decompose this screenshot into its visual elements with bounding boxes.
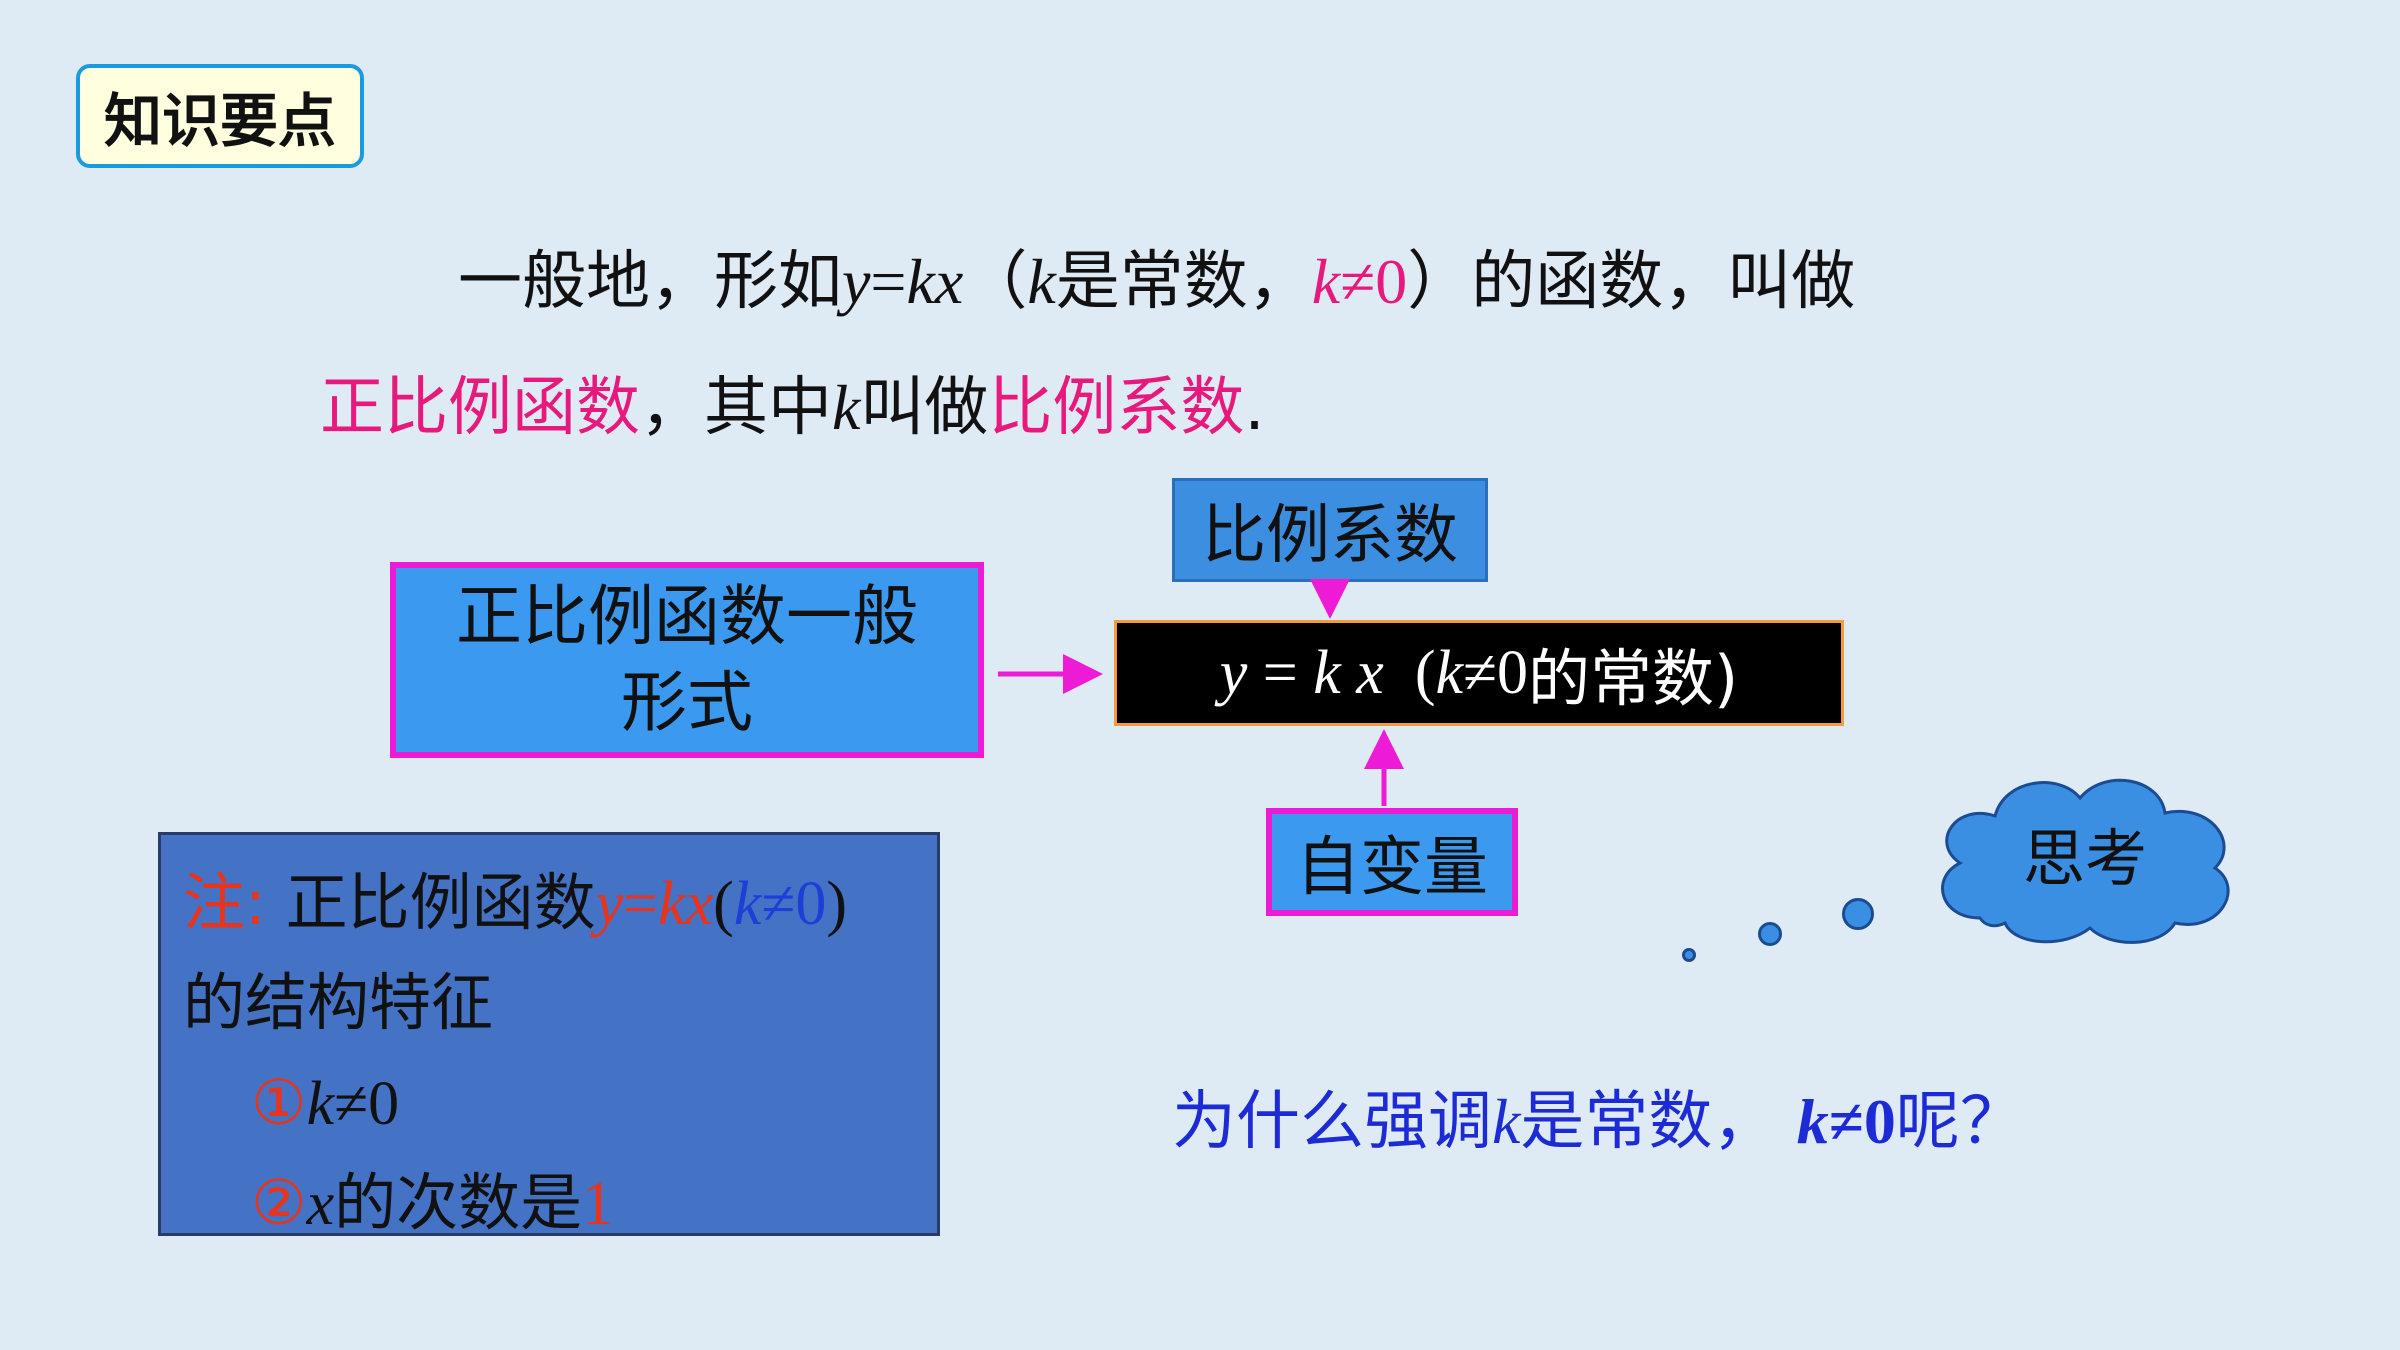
thought-dot-small [1682,948,1696,962]
nonzero-condition: ≠0 [1340,246,1408,317]
item-text: 的次数是 [334,1166,583,1239]
definition-line-1: 一般地，形如y=kx（k是常数，k≠0）的函数，叫做 [458,230,1855,322]
var-kx: kx [906,246,964,317]
thought-dot-medium [1758,922,1782,946]
formula-nonzero: ≠0 [1463,638,1529,707]
section-badge-label: 知识要点 [103,87,336,155]
formula-y: y [1219,638,1248,707]
equals-sign: = [870,246,907,317]
note-prefix: 注 [183,866,246,939]
var-y: y [842,246,871,317]
general-form-box: 正比例函数一般 形式 [390,562,984,758]
note-paren-open: ( [713,870,734,938]
term-direct-proportion: 正比例函数 [320,371,640,445]
item-number-1: ① [251,1066,307,1139]
note-paren-close: ) [826,870,848,938]
period: . [1244,371,1265,445]
thought-cloud-icon [1941,778,2230,944]
formula-k: k [1313,638,1341,707]
question-part: 是常数， [1520,1085,1797,1159]
definition-text: ，其中 [640,371,832,445]
section-badge: 知识要点 [76,64,364,168]
note-equals: = [623,870,659,938]
item-nonzero: ≠0 [334,1070,400,1138]
term-ratio-coefficient: 比例系数 [988,371,1245,445]
note-var-y: y [595,870,624,938]
note-item-2: ②x的次数是1 [183,1153,937,1253]
ratio-coefficient-label: 比例系数 [1172,478,1488,582]
formula-equals: = [1247,638,1314,707]
question-text: 为什么强调k是常数， k≠0呢？ [1172,1070,2024,1162]
item-var-x: x [306,1170,335,1238]
general-form-line-1: 正比例函数一般 [456,578,918,655]
definition-text: 是常数， [1055,245,1312,319]
note-item-1: ①k≠0 [183,1053,937,1153]
question-part: 为什么强调 [1172,1085,1492,1159]
independent-variable-label: 自变量 [1266,808,1518,916]
note-colon: : [245,866,266,939]
item-var-k: k [306,1070,335,1138]
note-box: 注: 正比例函数y=kx(k≠0) 的结构特征 ①k≠0 ②x的次数是1 [158,832,940,1239]
question-var-k: k [1492,1086,1521,1157]
definition-text: 一般地，形如 [458,245,842,319]
formula-tail: 的常数) [1528,642,1739,715]
think-label: 思考 [2022,822,2147,895]
note-cond-nonzero: ≠0 [761,870,827,938]
item-degree-value: 1 [582,1170,614,1238]
general-form-line-2: 形式 [621,664,753,741]
note-text: 正比例函数 [265,866,596,939]
note-var-kx: kx [658,870,714,938]
paren-open: （ [963,245,1028,319]
item-number-2: ② [251,1166,307,1239]
note-line-2: 的结构特征 [183,966,494,1039]
independent-variable-text: 自变量 [1296,831,1488,905]
formula-paren: ( [1399,638,1436,707]
thought-dot-large [1842,898,1874,930]
formula-k-cond: k [1435,638,1463,707]
var-k: k [1027,246,1056,317]
definition-line-2: 正比例函数，其中k叫做比例系数. [320,356,1265,448]
var-k: k [832,372,861,443]
note-cond-k: k [733,870,762,938]
definition-text: 叫做 [860,371,989,445]
ratio-coefficient-text: 比例系数 [1202,499,1458,573]
note-line-1: 注: 正比例函数y=kx(k≠0) [183,853,937,953]
question-var-k-bold: k [1796,1086,1829,1157]
question-part: 呢？ [1895,1085,2024,1159]
var-k-highlight: k [1311,246,1341,317]
definition-text: ）的函数，叫做 [1407,245,1856,319]
question-nonzero: ≠0 [1828,1086,1896,1157]
formula-x: x [1340,638,1400,707]
